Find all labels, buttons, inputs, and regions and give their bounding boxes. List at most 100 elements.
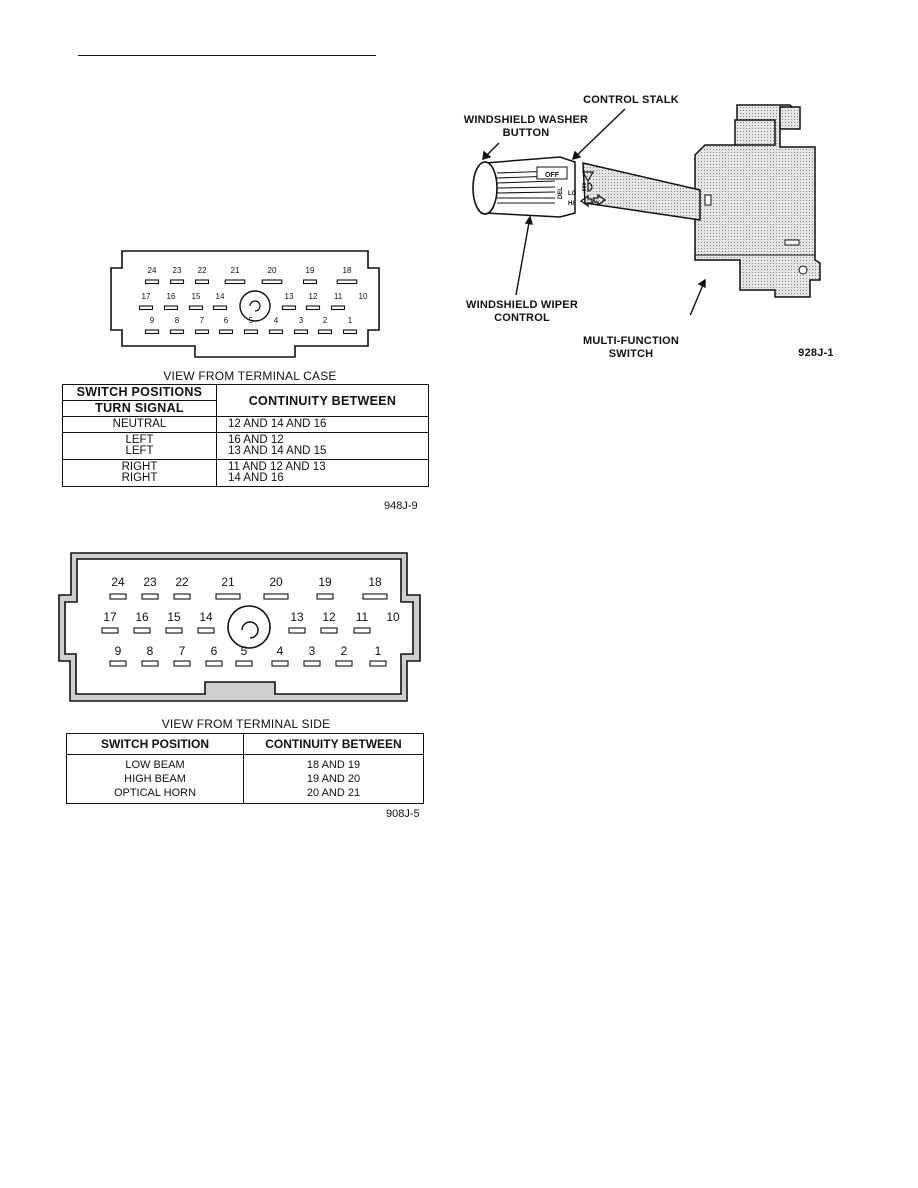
header-switch-position: SWITCH POSITION [66,733,244,755]
pin-number: 3 [299,316,304,325]
control-stalk [582,162,701,221]
terminal-slot [218,329,234,335]
pin-number: 5 [241,644,248,658]
connector-outline [110,250,380,358]
terminal-slot [169,329,185,335]
key-circle [239,290,271,322]
figure-code-1: 948J-9 [384,500,418,512]
stalk-mark-lo: LO [568,191,577,197]
terminal-slot [288,627,306,634]
terminal-slot [330,305,346,311]
pin-number: 20 [268,266,277,275]
headlamp-icon [581,171,595,192]
terminal-slot [336,279,358,285]
pin-number: 8 [147,644,154,658]
pin-number: 8 [175,316,180,325]
terminal-slot [342,329,358,335]
header-switch-positions: SWITCH POSITIONS TURN SIGNAL [62,384,217,417]
terminal-slot [335,660,353,667]
pin-number: 18 [368,575,382,589]
pin-number: 6 [211,644,218,658]
pin-number: 16 [167,292,176,301]
caption-terminal-case: VIEW FROM TERMINAL CASE [163,369,337,383]
terminal-slot [163,305,179,311]
terminal-slot [197,627,215,634]
pin-number: 12 [309,292,318,301]
turn-signal-table: SWITCH POSITIONS TURN SIGNAL CONTINUITY … [62,384,429,487]
stalk-mark-off: OFF [545,172,560,179]
pin-number: 14 [199,610,213,624]
terminal-slot [188,305,204,311]
terminal-slot [205,660,223,667]
terminal-slot [165,627,183,634]
pin-number: 9 [150,316,155,325]
pin-number: 1 [375,644,382,658]
turn-arrows-icon [579,193,607,208]
header-continuity: CONTINUITY BETWEEN [243,733,424,755]
connector-outline-inner [64,558,414,695]
terminal-slot [303,660,321,667]
pin-number: 4 [274,316,279,325]
pin-number: 2 [341,644,348,658]
stalk-mark-del: DEL [558,187,564,199]
pin-number: 5 [249,316,254,325]
terminal-slot [302,279,318,285]
pin-number: 19 [318,575,332,589]
terminal-slot [224,279,246,285]
terminal-slot [212,305,228,311]
washer-button [472,161,498,215]
terminal-slot [138,305,154,311]
terminal-slot [243,329,259,335]
pin-number: 22 [175,575,189,589]
pin-number: 10 [386,610,400,624]
pin-number: 13 [290,610,304,624]
pin-number: 16 [135,610,149,624]
terminal-slot [141,660,159,667]
terminal-slot [173,660,191,667]
terminal-slot [141,593,159,600]
label-control-stalk: CONTROL STALK [583,94,679,106]
pin-number: 21 [231,266,240,275]
figure-code-3: 928J-1 [798,347,834,359]
pin-number: 24 [111,575,125,589]
key-circle [227,605,271,649]
table-row: NEUTRAL 12 AND 14 AND 16 [62,416,429,433]
pin-number: 2 [323,316,328,325]
terminal-slot [268,329,284,335]
pin-number: 17 [103,610,117,624]
terminal-slot [293,329,309,335]
pin-number: 3 [309,644,316,658]
terminal-slot [271,660,289,667]
caption-terminal-side: VIEW FROM TERMINAL SIDE [161,717,331,731]
pin-number: 4 [277,644,284,658]
terminal-slot [362,593,388,600]
terminal-slot [235,660,253,667]
pin-number: 15 [167,610,181,624]
terminal-slot [281,305,297,311]
terminal-slot [109,593,127,600]
terminal-slot [320,627,338,634]
terminal-slot [144,279,160,285]
pin-number: 7 [200,316,205,325]
multifunction-switch-illustration: OFF DEL LO HI [472,104,821,315]
stalk-mark-hi: HI [568,201,574,207]
pin-number: 10 [359,292,368,301]
pin-number: 19 [306,266,315,275]
terminal-slot [317,329,333,335]
pin-number: 6 [224,316,229,325]
pin-number: 11 [356,610,369,624]
header-rule [78,55,376,56]
pin-number: 12 [322,610,336,624]
terminal-slot [353,627,371,634]
pin-number: 13 [285,292,294,301]
terminal-slot [133,627,151,634]
terminal-slot [215,593,241,600]
terminal-slot [194,329,210,335]
terminal-slot [261,279,283,285]
pin-number: 17 [142,292,151,301]
terminal-slot [263,593,289,600]
